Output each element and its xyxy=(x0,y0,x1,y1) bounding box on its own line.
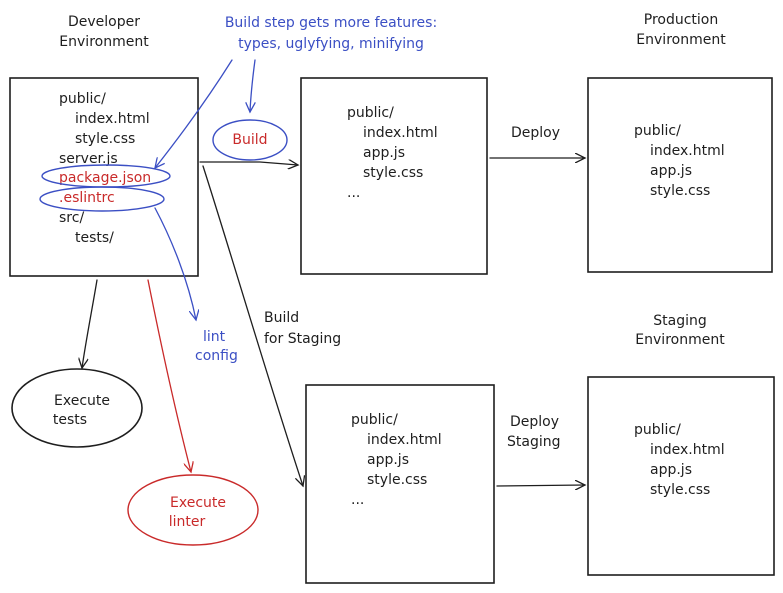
dev-file-public: public/ xyxy=(59,91,106,107)
execute-linter-label-line2: linter xyxy=(169,514,206,530)
deploy-staging-arrow xyxy=(496,485,585,486)
prod-file-style: style.css xyxy=(650,183,710,199)
staging-build-file-style: style.css xyxy=(367,472,427,488)
deploy-label: Deploy xyxy=(511,125,560,141)
execute-tests-label-line2: tests xyxy=(53,412,87,428)
deploy-staging-label-line2: Staging xyxy=(507,434,561,450)
staging-build-file-index: index.html xyxy=(367,432,442,448)
dev-file-tests: tests/ xyxy=(75,230,114,246)
note-to-package-json-arrow xyxy=(155,59,233,168)
build-for-staging-arrow xyxy=(202,165,303,486)
dev-env-box xyxy=(9,77,199,277)
staging-env-file-app: app.js xyxy=(650,462,692,478)
dev-heading-line2: Environment xyxy=(59,34,149,50)
staging-env-file-index: index.html xyxy=(650,442,725,458)
prod-heading-line2: Environment xyxy=(636,32,726,48)
build-file-public: public/ xyxy=(347,105,394,121)
execute-linter-arrow xyxy=(147,279,191,472)
build-note-line1: Build step gets more features: xyxy=(225,15,437,31)
eslintrc-highlight xyxy=(39,186,165,212)
staging-env-box xyxy=(587,376,775,576)
dev-file-server: server.js xyxy=(59,151,118,167)
build-for-staging-label-line1: Build xyxy=(264,310,299,326)
staging-env-file-style: style.css xyxy=(650,482,710,498)
build-node-label: Build xyxy=(232,132,267,148)
build-arrow xyxy=(199,162,298,165)
execute-tests-node xyxy=(11,368,143,448)
build-file-more: ... xyxy=(347,185,360,201)
prod-heading-line1: Production xyxy=(644,12,718,28)
prod-env-box xyxy=(587,77,773,273)
lint-config-label-line1: lint xyxy=(203,329,226,345)
staging-heading-line2: Environment xyxy=(635,332,725,348)
staging-env-file-public: public/ xyxy=(634,422,681,438)
dev-heading-line1: Developer xyxy=(68,14,140,30)
note-to-build-arrow xyxy=(250,59,256,112)
prod-file-public: public/ xyxy=(634,123,681,139)
dev-file-index: index.html xyxy=(75,111,150,127)
staging-build-file-app: app.js xyxy=(367,452,409,468)
dev-file-style: style.css xyxy=(75,131,135,147)
dev-file-src: src/ xyxy=(59,210,84,226)
staging-heading-line1: Staging xyxy=(653,313,707,329)
build-file-style: style.css xyxy=(363,165,423,181)
build-for-staging-label-line2: for Staging xyxy=(264,331,341,347)
execute-linter-label-line1: Execute xyxy=(170,495,226,511)
build-file-app: app.js xyxy=(363,145,405,161)
staging-build-file-more: ... xyxy=(351,492,364,508)
build-node xyxy=(212,119,288,161)
prod-file-app: app.js xyxy=(650,163,692,179)
build-file-index: index.html xyxy=(363,125,438,141)
staging-build-box xyxy=(305,384,495,584)
execute-linter-node xyxy=(127,474,259,546)
execute-tests-label-line1: Execute xyxy=(54,393,110,409)
staging-build-file-public: public/ xyxy=(351,412,398,428)
dev-file-package: package.json xyxy=(59,170,151,186)
prod-file-index: index.html xyxy=(650,143,725,159)
deploy-staging-label-line1: Deploy xyxy=(510,414,559,430)
build-note-line2: types, uglyfying, minifying xyxy=(238,36,424,52)
lint-config-arrow xyxy=(154,207,196,320)
build-output-box xyxy=(300,77,488,275)
lint-config-label-line2: config xyxy=(195,348,238,364)
execute-tests-arrow xyxy=(82,279,98,368)
dev-file-eslintrc: .eslintrc xyxy=(59,190,115,206)
